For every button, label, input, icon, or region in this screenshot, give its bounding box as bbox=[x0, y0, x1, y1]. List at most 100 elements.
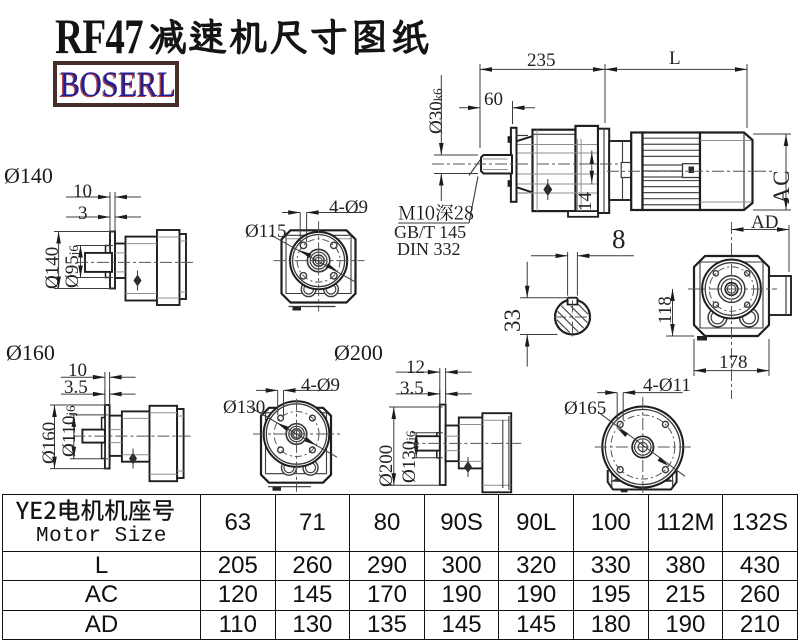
dim-g2-35: 3.5 bbox=[64, 377, 88, 398]
dim-178: 178 bbox=[719, 352, 748, 373]
row-label: AD bbox=[2, 609, 201, 640]
dim-g1-bc: Ø115 bbox=[245, 221, 287, 242]
main-assembly-view bbox=[398, 64, 791, 224]
dim-value: 180 bbox=[572, 609, 649, 640]
label-flange-140: Ø140 bbox=[4, 163, 53, 188]
dim-g2-bc: Ø130 bbox=[223, 397, 266, 418]
dim-14: 14 bbox=[575, 192, 596, 211]
row-label: AC bbox=[2, 580, 201, 611]
table-header-cell: Motor Size bbox=[2, 494, 201, 552]
dim-value: 320 bbox=[498, 550, 574, 582]
dim-shaft-dia-tolerance: k6 bbox=[430, 88, 445, 102]
title-model: RF47 bbox=[55, 8, 144, 64]
output-shaft-section-view bbox=[520, 252, 634, 367]
dim-value: 145 bbox=[498, 609, 574, 640]
table-header-en: Motor Size bbox=[35, 525, 168, 548]
dim-value: 135 bbox=[349, 609, 425, 640]
dim-key-33: 33 bbox=[500, 309, 525, 332]
dim-235: 235 bbox=[527, 50, 556, 71]
note-din: DIN 332 bbox=[397, 239, 461, 259]
note-tap-wrap bbox=[398, 203, 474, 230]
note-gbt: GB/T 145 bbox=[394, 221, 467, 242]
dim-value: 190 bbox=[498, 580, 574, 611]
dim-g2-110: Ø110j6 bbox=[59, 405, 80, 457]
dim-value: 430 bbox=[722, 550, 798, 582]
dim-g3-130-main: Ø130 bbox=[399, 440, 420, 483]
dim-value: 145 bbox=[423, 609, 500, 640]
dim-60: 60 bbox=[484, 89, 503, 110]
dim-g1-140: Ø140 bbox=[42, 246, 63, 289]
dim-value: 195 bbox=[572, 580, 649, 611]
label-flange-200: Ø200 bbox=[334, 340, 383, 365]
flange-160-views bbox=[50, 372, 340, 492]
dim-value: 170 bbox=[349, 580, 425, 611]
brand-logo-text: BOSERL bbox=[60, 64, 176, 104]
dim-g3-12: 12 bbox=[406, 357, 425, 378]
dim-value: 145 bbox=[274, 580, 351, 611]
motor-rear-view bbox=[666, 222, 792, 399]
dim-value: 120 bbox=[200, 580, 276, 611]
motor-frame-size: 112M bbox=[647, 494, 724, 552]
motor-frame-size: 132S bbox=[722, 494, 798, 552]
dim-value: 210 bbox=[722, 609, 798, 640]
dim-g3-bc: Ø165 bbox=[564, 398, 607, 419]
dim-g3-35: 3.5 bbox=[400, 378, 424, 399]
table-header-cjk bbox=[15, 499, 174, 521]
dim-g1-95-main: Ø95 bbox=[62, 255, 83, 288]
dim-value: 300 bbox=[423, 550, 500, 582]
dim-ac: AC bbox=[769, 169, 794, 204]
dim-value: 380 bbox=[647, 550, 724, 582]
motor-frame-size: 80 bbox=[349, 494, 425, 552]
motor-frame-size: 63 bbox=[200, 494, 276, 552]
flange-200-views bbox=[389, 368, 691, 496]
motor-frame-size: 100 bbox=[572, 494, 649, 552]
dim-g1-holes: 4-Ø9 bbox=[329, 197, 369, 218]
dim-g1-10: 10 bbox=[73, 181, 92, 202]
dim-value: 215 bbox=[647, 580, 724, 611]
dim-length-l: L bbox=[669, 48, 681, 69]
dim-118: 118 bbox=[655, 296, 676, 324]
dim-ad: AD bbox=[751, 212, 779, 233]
dim-g2-110-tolerance: j6 bbox=[63, 405, 78, 416]
motor-frame-size: 71 bbox=[274, 494, 351, 552]
dim-g2-10: 10 bbox=[68, 360, 87, 381]
dim-shaft-dia-main: Ø30 bbox=[426, 101, 447, 134]
dim-value: 130 bbox=[274, 609, 351, 640]
dim-g2-160: Ø160 bbox=[39, 421, 60, 464]
motor-frame-size: 90L bbox=[498, 494, 574, 552]
dim-g3-holes: 4-Ø11 bbox=[643, 375, 691, 396]
dim-g1-95: Ø95j6 bbox=[62, 245, 83, 288]
brand-logo: BOSERL bbox=[53, 61, 179, 107]
dim-value: 190 bbox=[647, 609, 724, 640]
flange-140-views bbox=[54, 192, 365, 312]
dim-value: 190 bbox=[423, 580, 500, 611]
note-tap-text bbox=[398, 204, 474, 221]
dim-g3-130: Ø130j6 bbox=[399, 430, 420, 483]
dim-value: 260 bbox=[274, 550, 351, 582]
dim-g2-holes: 4-Ø9 bbox=[301, 375, 341, 396]
dim-g1-95-tolerance: j6 bbox=[66, 245, 81, 256]
title-cjk-text bbox=[148, 18, 429, 55]
dim-value: 290 bbox=[349, 550, 425, 582]
dim-g2-110-main: Ø110 bbox=[59, 415, 80, 457]
dim-g1-3: 3 bbox=[78, 203, 88, 224]
dim-value: 260 bbox=[722, 580, 798, 611]
dim-value: 330 bbox=[572, 550, 649, 582]
label-flange-160: Ø160 bbox=[6, 340, 55, 365]
dim-g3-200: Ø200 bbox=[376, 444, 397, 487]
dim-key-8: 8 bbox=[612, 224, 626, 254]
dim-value: 110 bbox=[200, 609, 276, 640]
motor-frame-size: 90S bbox=[423, 494, 500, 552]
dim-g3-130-tolerance: j6 bbox=[403, 430, 418, 441]
page-title: RF47 bbox=[55, 8, 433, 66]
dim-shaft-dia: Ø30k6 bbox=[426, 88, 447, 134]
row-label: L bbox=[2, 550, 201, 582]
table-header-cjk-wrap bbox=[3, 498, 200, 525]
